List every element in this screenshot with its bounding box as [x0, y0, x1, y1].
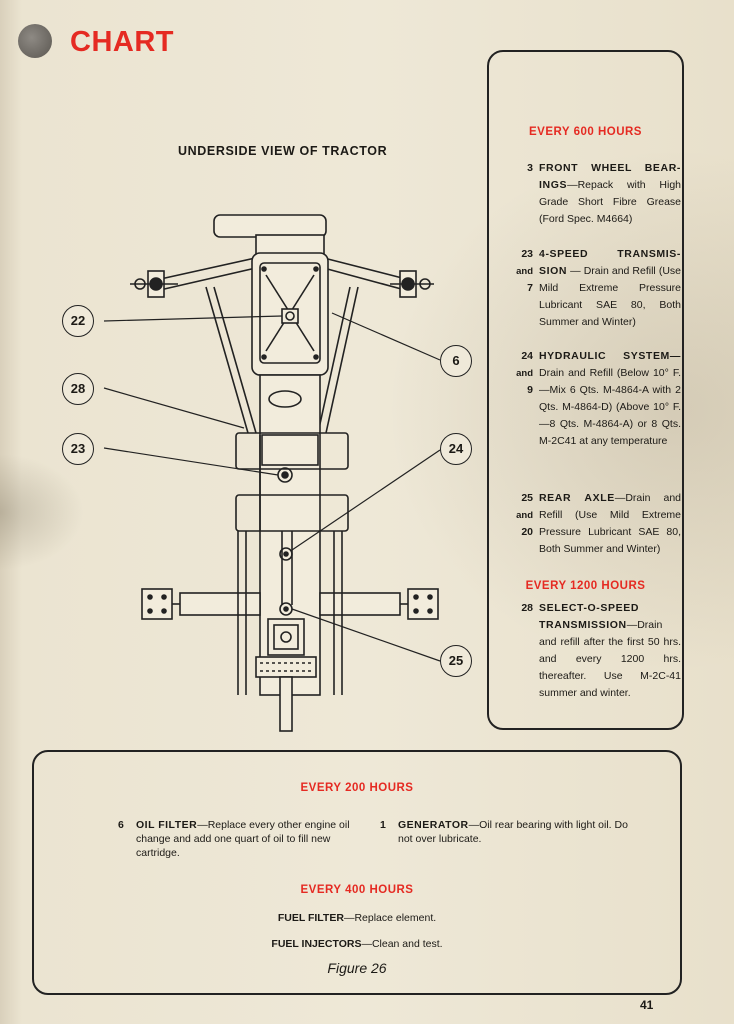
- entry-text: HYDRAULIC SYSTEM— Drain and Refill (Belo…: [539, 350, 681, 447]
- lubrication-side-panel: EVERY 600 HOURS 3 FRONT WHEEL BEAR-INGS—…: [487, 50, 684, 730]
- entry-text: OIL FILTER—Replace every other engine oi…: [136, 819, 350, 859]
- page-number: 41: [640, 998, 654, 1012]
- entry-text: SELECT-O-SPEED TRANSMISSION—Drain and re…: [539, 602, 681, 699]
- callout-24: 24: [440, 433, 472, 465]
- lubrication-bottom-panel: EVERY 200 HOURS 6 OIL FILTER—Replace eve…: [32, 750, 682, 995]
- callout-28: 28: [62, 373, 94, 405]
- entry-generator: 1 GENERATOR—Oil rear bearing with light …: [380, 818, 630, 852]
- callout-23: 23: [62, 433, 94, 465]
- entry-number: 23 and 7: [516, 248, 533, 294]
- tractor-underside-diagram: 22 28 23 6 24 25: [60, 195, 500, 740]
- page-title: CHART: [70, 26, 174, 58]
- binding-hole: [18, 24, 52, 58]
- entry-hydraulic-system: 24 and 9 HYDRAULIC SYSTEM— Drain and Ref…: [499, 348, 681, 478]
- entry-fuel-injectors: FUEL INJECTORS—Clean and test.: [271, 938, 443, 950]
- entry-oil-filter: 6 OIL FILTER—Replace every other engine …: [118, 818, 358, 868]
- entry-text: REAR AXLE—Drain and Refill (Use Mild Ext…: [539, 492, 681, 555]
- entry-text: GENERATOR—Oil rear bearing with light oi…: [398, 819, 628, 845]
- figure-caption: Figure 26: [327, 960, 387, 976]
- tractor-drawing: [103, 214, 441, 732]
- heading-every-400-hours: EVERY 400 HOURS: [300, 884, 414, 896]
- entry-number: 3: [527, 162, 533, 174]
- callout-25: 25: [440, 645, 472, 677]
- entry-fuel-filter: FUEL FILTER—Replace element.: [277, 912, 437, 924]
- entry-4-speed-transmission: 23 and 7 4-SPEED TRANSMIS-SION — Drain a…: [499, 246, 681, 336]
- entry-number: 25 and 20: [516, 492, 533, 538]
- entry-number: 24 and 9: [516, 350, 533, 396]
- entry-number: 6: [118, 819, 124, 831]
- entry-number: 1: [380, 819, 386, 831]
- entry-text: FRONT WHEEL BEAR-INGS—Repack with High G…: [539, 162, 681, 225]
- entry-select-o-speed-transmission: 28 SELECT-O-SPEED TRANSMISSION—Drain and…: [499, 600, 681, 710]
- callout-6: 6: [440, 345, 472, 377]
- entry-front-wheel-bearings: 3 FRONT WHEEL BEAR-INGS—Repack with High…: [499, 160, 681, 230]
- heading-every-1200-hours: EVERY 1200 HOURS: [525, 580, 646, 592]
- diagram-title: UNDERSIDE VIEW OF TRACTOR: [178, 144, 388, 158]
- heading-every-200-hours: EVERY 200 HOURS: [300, 782, 414, 794]
- entry-number: 28: [521, 602, 533, 614]
- heading-every-600-hours: EVERY 600 HOURS: [529, 126, 642, 138]
- entry-rear-axle: 25 and 20 REAR AXLE—Drain and Refill (Us…: [499, 490, 681, 560]
- callout-22: 22: [62, 305, 94, 337]
- entry-text: 4-SPEED TRANSMIS-SION — Drain and Refill…: [539, 248, 681, 328]
